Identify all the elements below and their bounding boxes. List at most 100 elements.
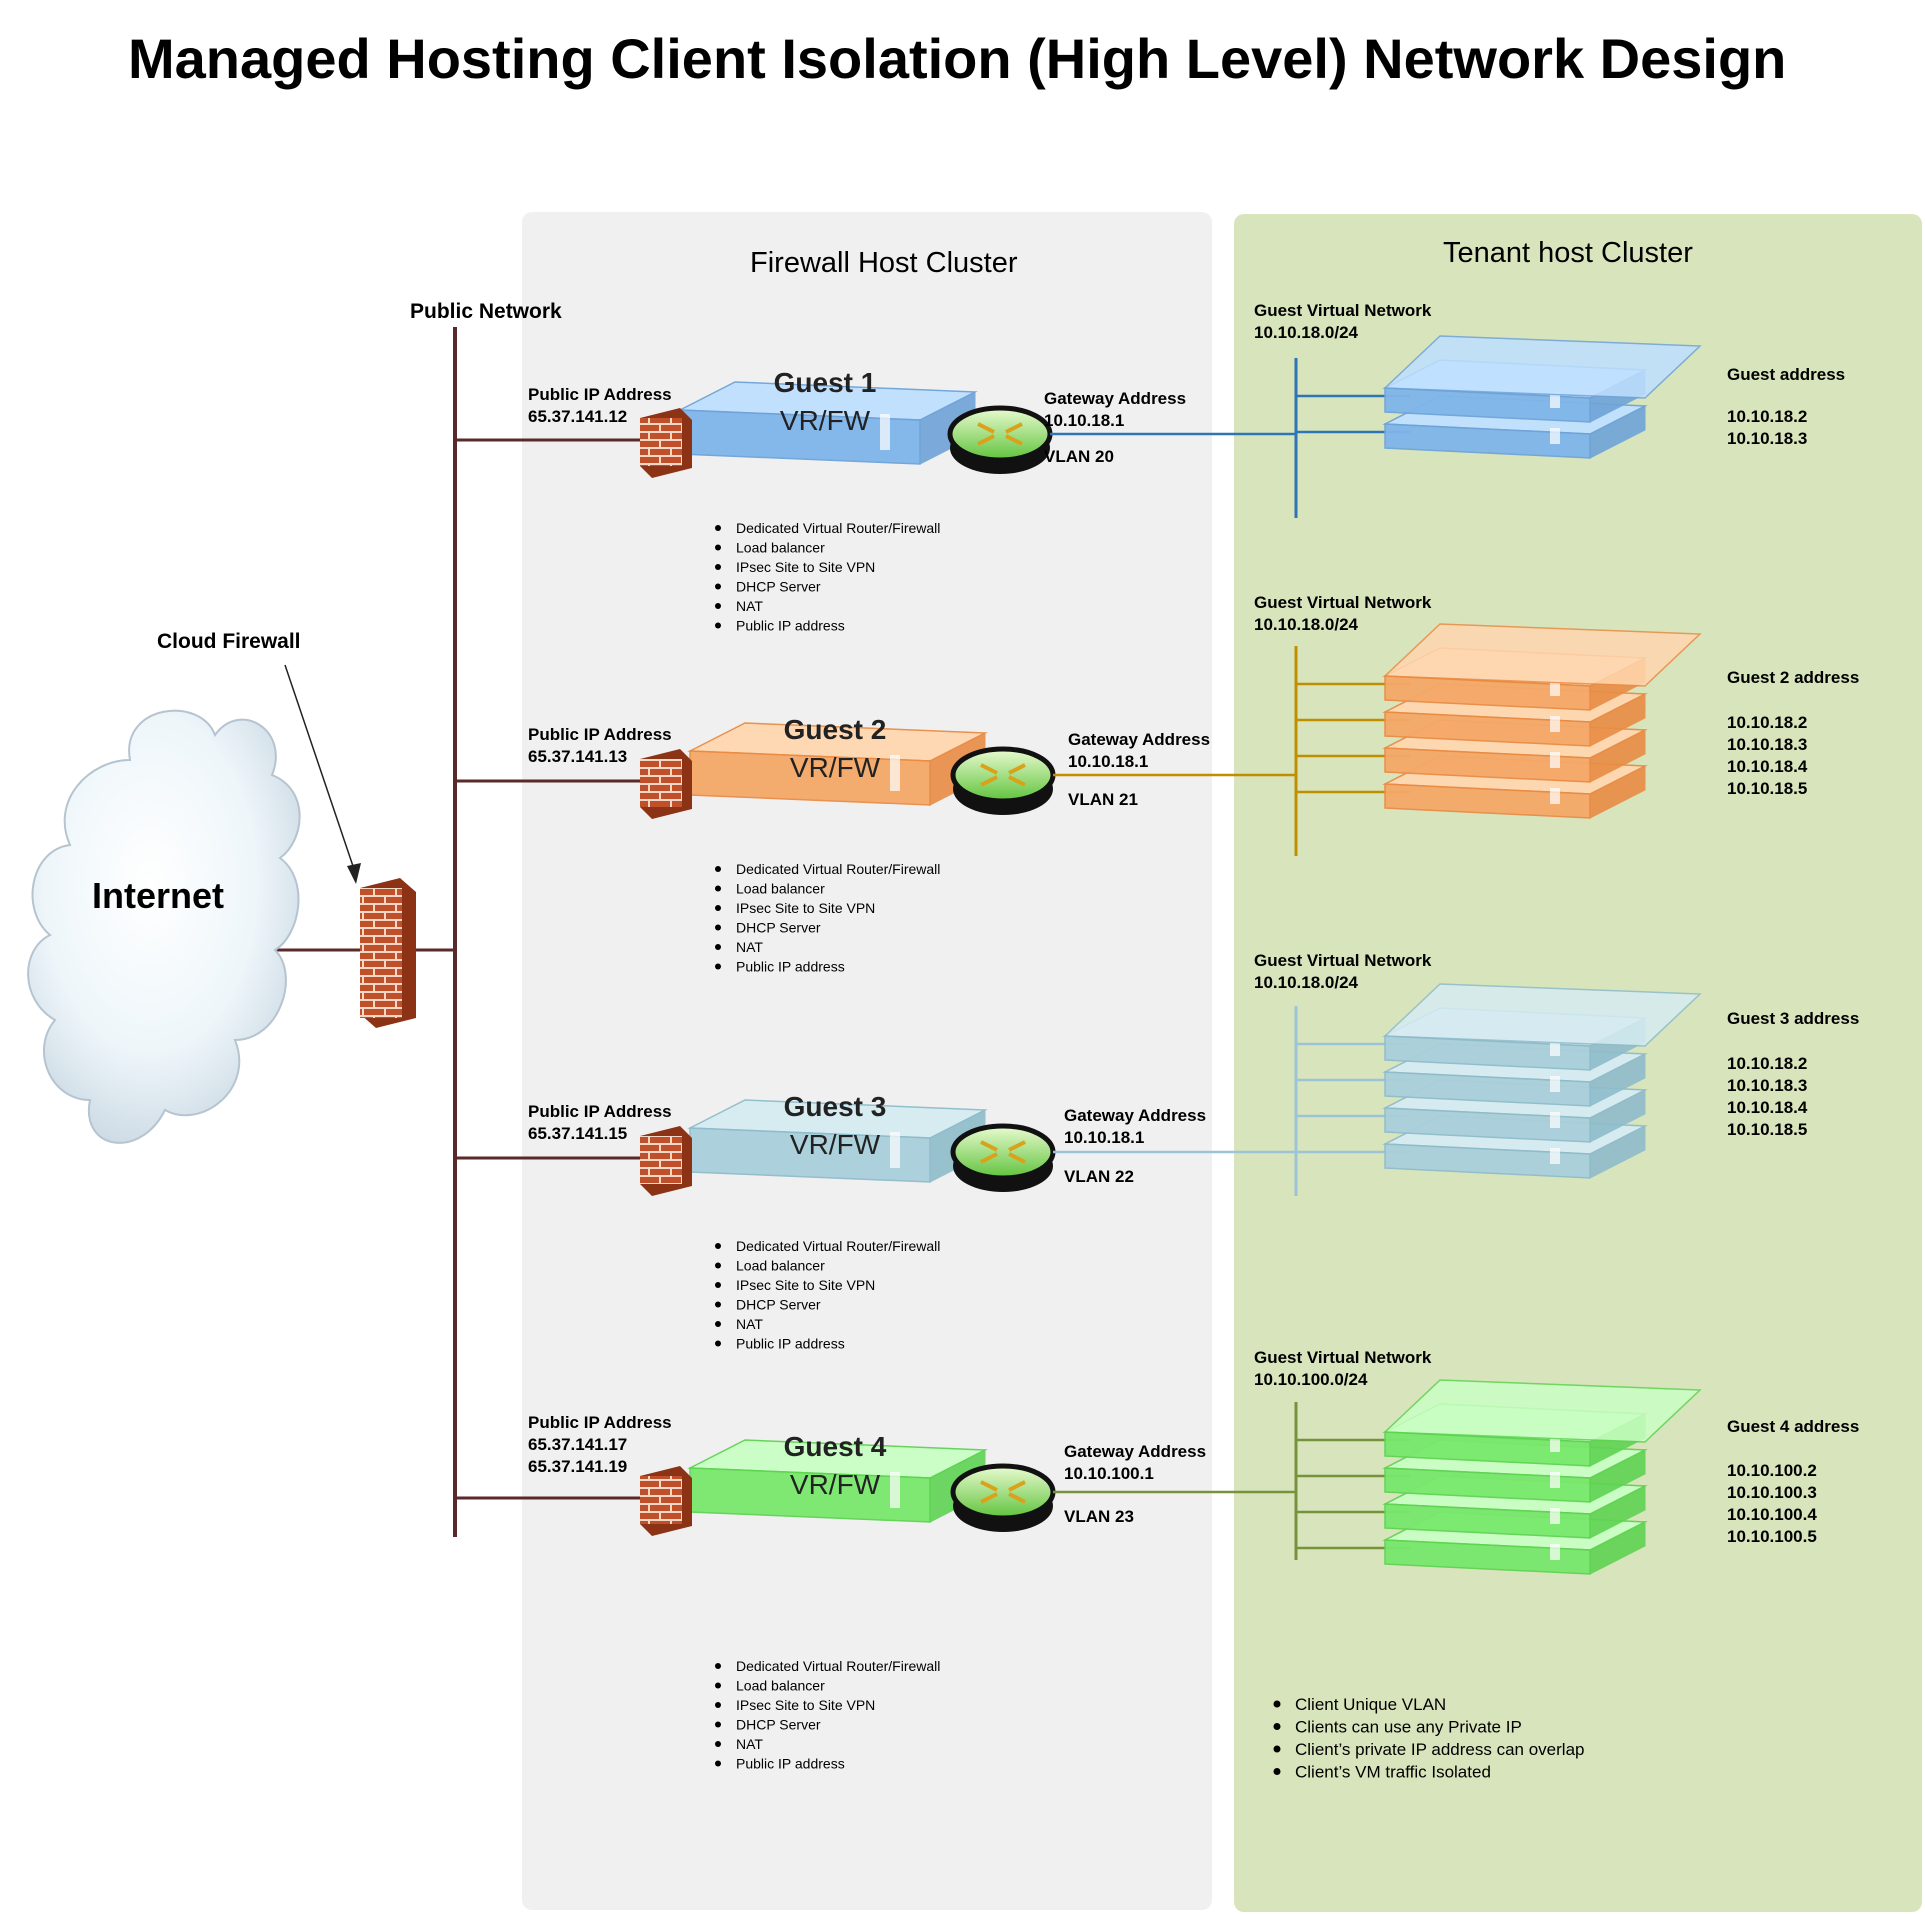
tenant-note-bullet (1273, 1745, 1281, 1753)
public-network-label: Public Network (410, 300, 562, 323)
guest-4-vm-server-side (1589, 1485, 1646, 1539)
cloud-firewall-icon (360, 878, 416, 1028)
guest-3-feature-bullet (715, 1301, 721, 1308)
guest-1-feature-bullet (715, 525, 721, 531)
cloud-firewall-label: Cloud Firewall (157, 630, 301, 653)
guest-2-feature: IPsec Site to Site VPN (736, 900, 875, 916)
guest-4-gateway-label: Gateway Address (1064, 1442, 1206, 1461)
guest-3-public-ip-label: Public IP Address (528, 1102, 672, 1121)
guest-1-feature-bullet (715, 622, 721, 629)
guest-2-feature: Public IP address (736, 959, 845, 975)
guest-3-feature: Load balancer (736, 1258, 825, 1274)
guest-2-feature: Dedicated Virtual Router/Firewall (736, 861, 940, 877)
firewall-cluster-title: Firewall Host Cluster (750, 247, 1018, 279)
guest-3-feature-bullet (715, 1243, 721, 1249)
guest-3-vm-stack-lid (1383, 983, 1702, 1047)
guest-1-feature-bullet (715, 583, 721, 590)
guest-4-vm-server-indicator (1550, 1436, 1560, 1452)
guest-4-feature-bullet (715, 1721, 721, 1728)
guest-3-address: 10.10.18.5 (1727, 1120, 1807, 1139)
guest-4-feature: DHCP Server (736, 1717, 821, 1733)
guest-1-network: 10.10.18.0/24 (1254, 323, 1359, 342)
guest-1-vm-stack-lid (1383, 335, 1702, 399)
guest-2-feature-bullet (715, 944, 721, 950)
guest-3-vm-server-side (1589, 1125, 1646, 1179)
guest-3-router-icon-arrows (980, 1140, 1026, 1164)
guest-1-address: 10.10.18.2 (1727, 407, 1807, 426)
guest-2-vrfw-server-indicator (890, 755, 900, 791)
guest-3-gateway-label: Gateway Address (1064, 1106, 1206, 1125)
guest-2-address-label: Guest 2 address (1727, 668, 1859, 687)
page-title: Managed Hosting Client Isolation (High L… (128, 27, 1786, 90)
guest-3-address-label: Guest 3 address (1727, 1009, 1859, 1028)
guest-1-router-icon-arrows (977, 422, 1023, 446)
guest-2-feature-bullet (715, 905, 721, 911)
guest-3-feature: DHCP Server (736, 1297, 821, 1313)
tenant-note: Client’s VM traffic Isolated (1295, 1763, 1491, 1782)
guest-4-name: Guest 4 (784, 1431, 887, 1462)
guest-2-vm-server-side (1589, 693, 1646, 747)
cloud-firewall-arrowhead (347, 863, 361, 884)
guest-1-public-ip-label: Public IP Address (528, 385, 672, 404)
tenant-note-bullet (1273, 1768, 1281, 1775)
guest-1-public-ip: 65.37.141.12 (528, 407, 627, 426)
guest-3-gateway: 10.10.18.1 (1064, 1128, 1144, 1147)
guest-2-vm-stack-lid (1383, 623, 1702, 687)
guest-3-feature: Dedicated Virtual Router/Firewall (736, 1238, 940, 1254)
guest-2-router-icon-arrows (980, 763, 1026, 787)
guest-4-feature-bullet (715, 1682, 721, 1689)
guest-1-gateway: 10.10.18.1 (1044, 411, 1124, 430)
guest-3-address: 10.10.18.2 (1727, 1054, 1807, 1073)
guest-3-name: Guest 3 (784, 1091, 887, 1122)
guest-2-vm-server-indicator (1550, 680, 1560, 696)
guest-2-vm-server-side (1589, 765, 1646, 819)
guest-4-address-label: Guest 4 address (1727, 1417, 1859, 1436)
cloud-firewall-pointer (284, 664, 357, 876)
guest-4-vlan: VLAN 23 (1064, 1507, 1134, 1526)
guest-2-vm-server-indicator (1550, 788, 1560, 804)
guest-4-public-ip: 65.37.141.17 (528, 1435, 627, 1454)
guest-4-group: Public IP Address65.37.141.1765.37.141.1… (455, 1348, 1859, 1772)
guest-2-feature: DHCP Server (736, 920, 821, 936)
guest-4-network-label: Guest Virtual Network (1254, 1348, 1432, 1367)
guest-4-address: 10.10.100.3 (1727, 1483, 1817, 1502)
guest-4-vm-server-indicator (1550, 1544, 1560, 1560)
guest-2-vm-server-side (1589, 729, 1646, 783)
guest-4-feature-bullet (715, 1702, 721, 1708)
guest-2-vm-server-indicator (1550, 752, 1560, 768)
guest-2-address: 10.10.18.5 (1727, 779, 1807, 798)
guest-3-feature-bullet (715, 1321, 721, 1327)
guest-2-feature-bullet (715, 924, 721, 931)
guest-4-address: 10.10.100.5 (1727, 1527, 1817, 1546)
guest-3-feature-bullet (715, 1282, 721, 1288)
guest-2-router-icon-top (950, 746, 1056, 804)
guest-1-feature: DHCP Server (736, 579, 821, 595)
guest-3-vm-server-side (1589, 1089, 1646, 1143)
guest-3-feature-bullet (715, 1262, 721, 1269)
guest-4-router-icon-top (950, 1463, 1056, 1521)
guest-1-feature: Dedicated Virtual Router/Firewall (736, 520, 940, 536)
tenant-note: Client Unique VLAN (1295, 1695, 1446, 1714)
guest-4-network: 10.10.100.0/24 (1254, 1370, 1368, 1389)
guest-2-feature: Load balancer (736, 881, 825, 897)
guest-3-feature: NAT (736, 1316, 763, 1332)
guest-1-name: Guest 1 (774, 367, 877, 398)
guest-2-firewall-icon-bricks (640, 759, 682, 807)
guest-2-feature-bullet (715, 866, 721, 872)
guest-3-vm-server-indicator (1550, 1076, 1560, 1092)
guest-2-role: VR/FW (790, 752, 881, 783)
guest-3-role: VR/FW (790, 1129, 881, 1160)
guest-2-network: 10.10.18.0/24 (1254, 615, 1359, 634)
guest-4-vm-server-indicator (1550, 1472, 1560, 1488)
guest-4-router-icon-arrows (980, 1480, 1026, 1504)
guest-4-feature: Dedicated Virtual Router/Firewall (736, 1658, 940, 1674)
guest-1-feature: IPsec Site to Site VPN (736, 559, 875, 575)
guest-1-router-icon-top (947, 405, 1053, 463)
guest-1-feature: NAT (736, 598, 763, 614)
guest-1-gateway-label: Gateway Address (1044, 389, 1186, 408)
guest-3-feature: IPsec Site to Site VPN (736, 1277, 875, 1293)
guest-2-name: Guest 2 (784, 714, 887, 745)
guest-4-feature: Load balancer (736, 1678, 825, 1694)
guest-2-feature: NAT (736, 939, 763, 955)
